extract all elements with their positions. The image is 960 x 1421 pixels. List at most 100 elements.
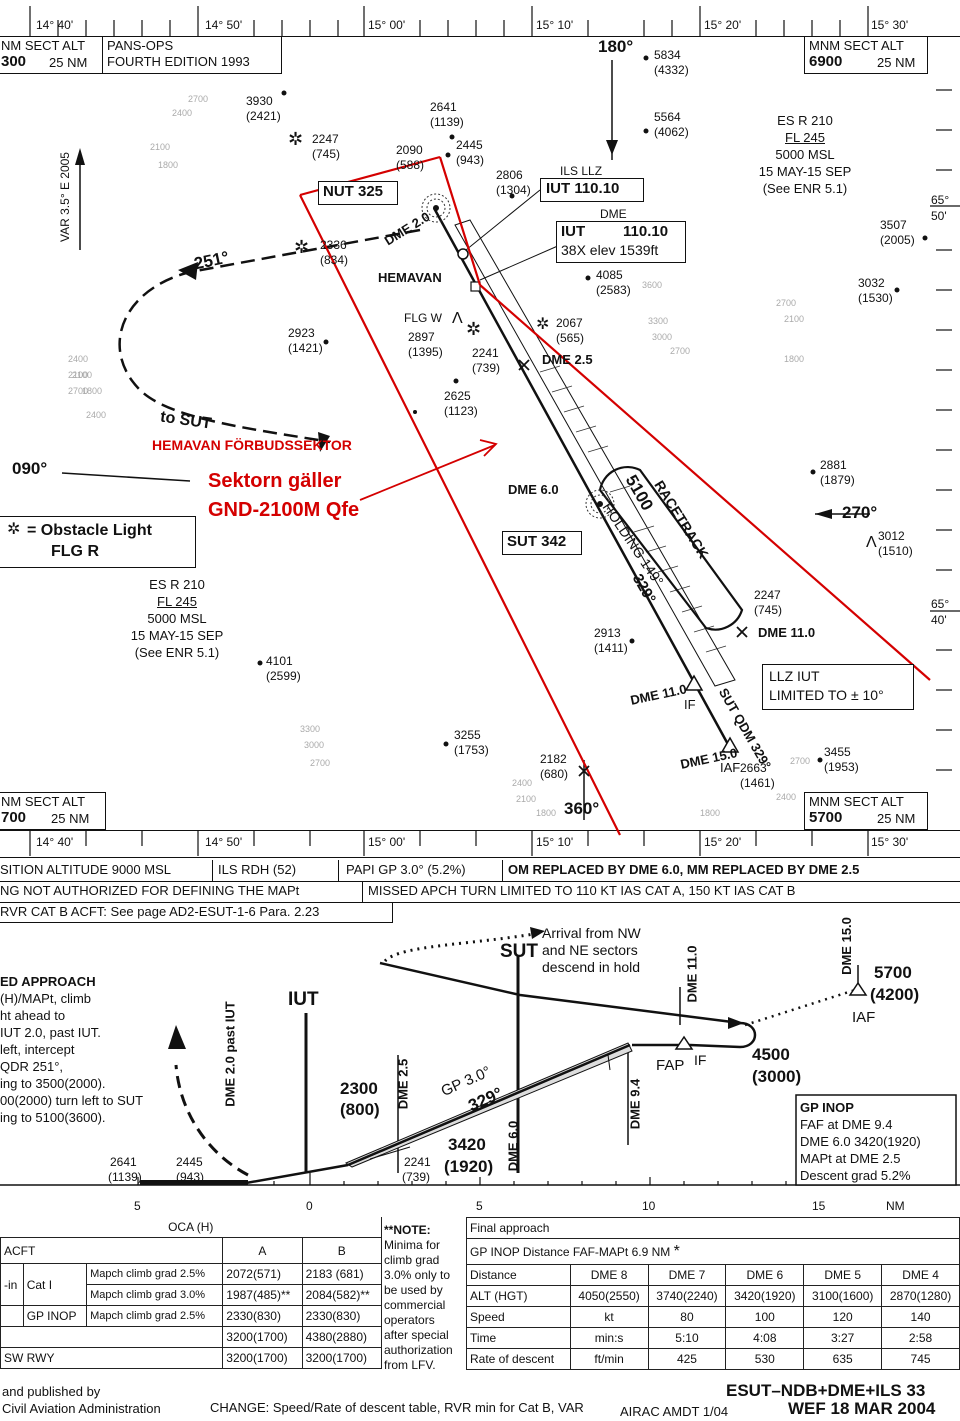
final-cell: 3100(1600) bbox=[803, 1285, 883, 1307]
oca-note: **NOTE: Minima for climb grad 3.0% only … bbox=[384, 1223, 464, 1373]
esr-left: ES R 210 FL 245 5000 MSL 15 MAY-15 SEP (… bbox=[112, 576, 242, 661]
strip-2-b: MISSED APCH TURN LIMITED TO 110 KT IAS C… bbox=[368, 883, 796, 898]
profile-alt-4500: 4500 bbox=[752, 1045, 790, 1064]
profile-dme-2-5: DME 2.5 bbox=[395, 1058, 411, 1110]
llz-limit-1: LLZ IUT bbox=[769, 668, 820, 684]
gp-inop-line: DME 6.0 3420(1920) bbox=[800, 1134, 921, 1149]
sect-alt-title: NM SECT ALT bbox=[1, 38, 86, 53]
scale-label: 5 bbox=[134, 1199, 141, 1213]
oca-col: ACFT bbox=[0, 1237, 224, 1264]
final-cell: ft/min bbox=[569, 1348, 649, 1370]
contour-label: 2700 bbox=[310, 758, 331, 768]
change-note: CHANGE: Speed/Rate of descent table, RVR… bbox=[210, 1400, 584, 1415]
oca-cell: 3200(1700) bbox=[301, 1347, 383, 1369]
contour-label: 2700 bbox=[670, 346, 691, 356]
contour-label: 2700 bbox=[188, 94, 209, 104]
oca-cell: SW RWY bbox=[0, 1347, 224, 1369]
obstacle-group-icon: Λ bbox=[452, 310, 463, 327]
missed-approach-text: ED APPROACH (H)/MAPt, climb ht ahead to … bbox=[0, 973, 180, 1126]
missed-line: ing to 5100(3600). bbox=[0, 1110, 106, 1125]
tick-label: 15° 00' bbox=[368, 18, 406, 32]
oca-cell bbox=[0, 1305, 24, 1327]
restricted-sector-title: HEMAVAN FÖRBUDSSEKTOR bbox=[152, 437, 352, 453]
oca-table: OCA (H) ACFT A B -in Cat I Mapch climb g… bbox=[0, 1217, 383, 1369]
dme-6-0: DME 6.0 bbox=[508, 482, 559, 497]
elevation-label: 2247(745) bbox=[754, 588, 783, 617]
final-cell: Time bbox=[466, 1327, 571, 1349]
esr-line: ES R 210 bbox=[777, 113, 833, 128]
profile-obs: (739) bbox=[402, 1170, 431, 1184]
bottom-scale: 14° 40' 14° 50' 15° 00' 15° 10' 15° 20' … bbox=[0, 830, 960, 858]
elevation-label: 4101(2599) bbox=[266, 654, 301, 683]
obstacle-group-icon: Λ bbox=[866, 534, 877, 551]
sect-alt-unit: 25 NM bbox=[877, 811, 916, 826]
obstacle-legend: ✲ = Obstacle Light FLG R bbox=[0, 516, 196, 568]
final-cell: 5:10 bbox=[647, 1327, 727, 1349]
final-cell: 3740(2240) bbox=[647, 1285, 727, 1307]
profile-obs: (1139) bbox=[108, 1170, 142, 1184]
profile-obs: 2641 bbox=[110, 1155, 137, 1169]
scale-label: 5 bbox=[476, 1199, 483, 1213]
elevation-label: 2913(1411) bbox=[594, 626, 628, 655]
tick-label: 15° 20' bbox=[704, 18, 742, 32]
hemavan-label: HEMAVAN bbox=[378, 270, 442, 285]
ils-llz-label: ILS LLZ bbox=[560, 164, 603, 178]
bearing-090: 090° bbox=[12, 459, 48, 478]
note-line: operators bbox=[384, 1313, 435, 1327]
if-label: IF bbox=[684, 697, 696, 712]
obstacle-light-icon: ✲ bbox=[536, 316, 550, 333]
contour-label: 2100 bbox=[516, 794, 537, 804]
elevation-label: 3012(1510) bbox=[878, 529, 913, 558]
publisher-1: and published by bbox=[2, 1384, 101, 1399]
contour-label: 2100 bbox=[72, 370, 93, 380]
final-cell: kt bbox=[569, 1306, 649, 1328]
sect-alt-bottom-right: MNM SECT ALT 5700 25 NM bbox=[804, 792, 928, 830]
elevation-label: 2445(943) bbox=[456, 138, 485, 167]
oca-col: A bbox=[222, 1237, 303, 1264]
gp-inop-line: Descent grad 5.2% bbox=[800, 1168, 911, 1183]
final-cell: 100 bbox=[725, 1306, 805, 1328]
note-line: authorization bbox=[384, 1343, 453, 1357]
missed-line: ED APPROACH bbox=[0, 974, 96, 989]
profile-dme-2-0: DME 2.0 past IUT bbox=[222, 1001, 238, 1107]
profile-obs: (943) bbox=[176, 1170, 205, 1184]
dme-2-5: DME 2.5 bbox=[542, 352, 593, 367]
elevation-label: 3507(2005) bbox=[880, 218, 915, 247]
tick-label: 15° 20' bbox=[704, 835, 742, 849]
profile-alt-3000: (3000) bbox=[752, 1067, 802, 1086]
contour-label: 2700 bbox=[776, 298, 797, 308]
elevation-label: 3930(2421) bbox=[246, 94, 281, 123]
tick-label: 14° 50' bbox=[205, 835, 243, 849]
final-cell: 2870(1280) bbox=[881, 1285, 960, 1307]
contour-label: 2700 bbox=[790, 756, 811, 766]
contour-label: 1800 bbox=[536, 808, 557, 818]
final-cell: 2:58 bbox=[881, 1327, 960, 1349]
contour-label: 2400 bbox=[86, 410, 107, 420]
obstacle-light-icon: ✲ bbox=[466, 319, 482, 339]
strip-2-a: NG NOT AUTHORIZED FOR DEFINING THE MAPt bbox=[0, 883, 300, 898]
elevation-label: 5834(4332) bbox=[654, 48, 689, 77]
final-cell: 120 bbox=[803, 1306, 883, 1328]
final-cell: 140 bbox=[881, 1306, 960, 1328]
note-line: commercial bbox=[384, 1298, 446, 1312]
arrival-line: descend in hold bbox=[542, 959, 641, 975]
contour-label: 3000 bbox=[304, 740, 325, 750]
arrival-line: Arrival from NW bbox=[542, 925, 641, 941]
esr-line: FL 245 bbox=[785, 130, 825, 145]
elevation-label: 2923(1421) bbox=[288, 326, 323, 355]
restricted-sector-note-1: Sektorn gäller bbox=[208, 470, 342, 492]
final-title: Final approach bbox=[466, 1217, 960, 1239]
oca-cell bbox=[0, 1326, 224, 1348]
note-line: Minima for bbox=[384, 1238, 441, 1252]
final-cell: min:s bbox=[569, 1327, 649, 1349]
profile-iaf: IAF bbox=[852, 1009, 876, 1026]
tick-label: 14° 40' bbox=[36, 18, 74, 32]
iaf-label: IAF bbox=[720, 760, 741, 775]
llz-limit-box: LLZ IUT LIMITED TO ± 10° bbox=[762, 664, 914, 710]
esr-line: (See ENR 5.1) bbox=[134, 645, 220, 660]
elevation-label: 2090(588) bbox=[396, 143, 425, 172]
sect-alt-value: 5700 bbox=[809, 809, 843, 826]
elevation-label: 2641(1139) bbox=[430, 100, 464, 129]
tick-label: 15° 30' bbox=[871, 18, 909, 32]
tick-label: 15° 30' bbox=[871, 835, 909, 849]
